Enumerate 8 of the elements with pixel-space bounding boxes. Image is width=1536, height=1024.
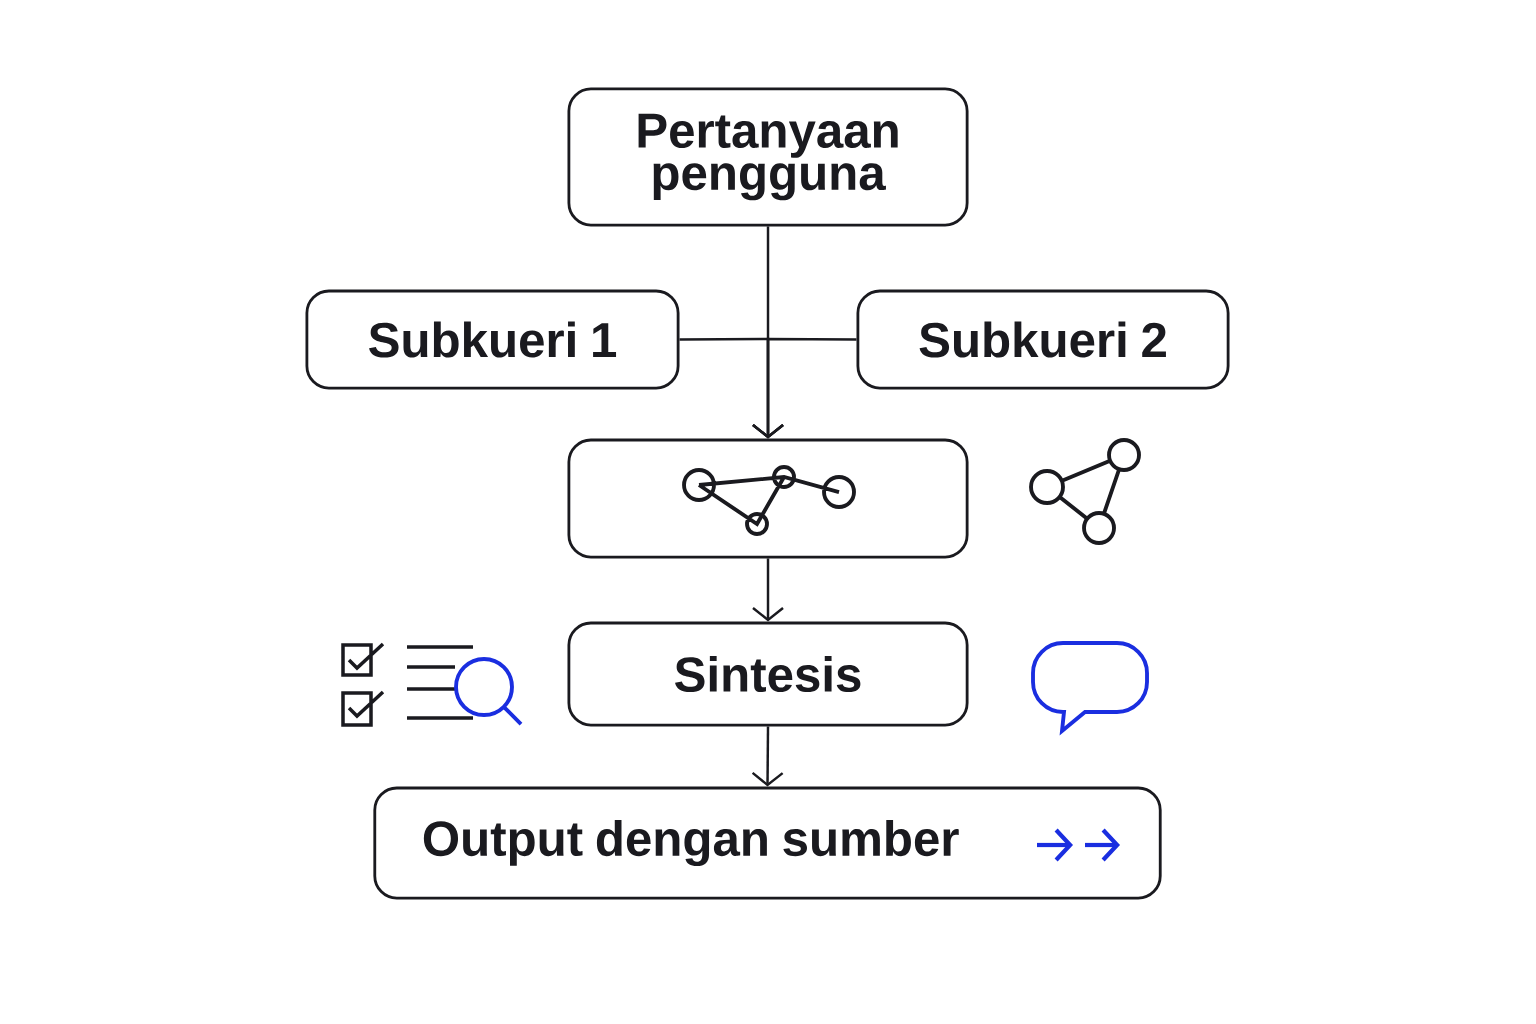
process-box: Pertanyaan pengguna [567,87,969,227]
process-box: Subkueri 2 [856,289,1230,390]
process-box: Sintesis [567,621,969,727]
process-box: Subkueri 1 [305,289,680,390]
process-box: Output dengan sumber [373,786,1162,900]
arrow [752,337,857,439]
empty-box [567,438,969,559]
arrow [752,558,784,622]
